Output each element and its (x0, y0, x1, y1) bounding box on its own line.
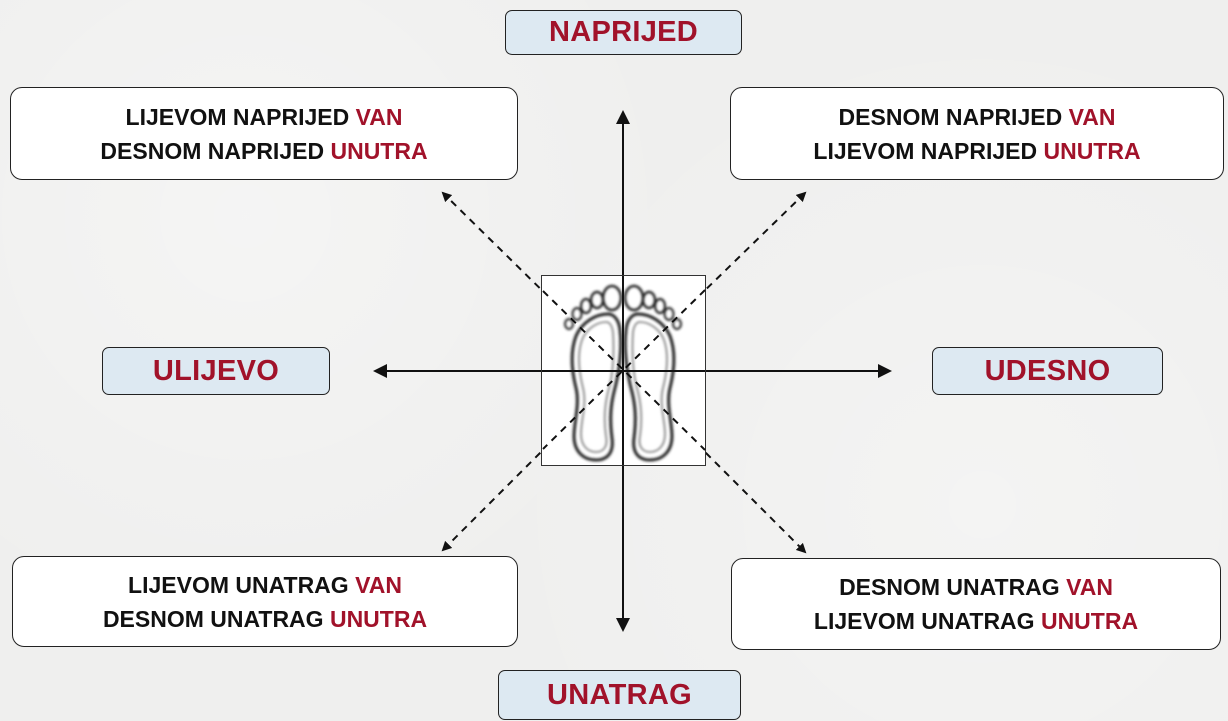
corner-line-text: LIJEVOM NAPRIJED (813, 137, 1038, 164)
corner-line-2: DESNOM UNATRAG UNUTRA (103, 602, 427, 636)
corner-line-highlight: VAN (355, 103, 403, 130)
direction-forward-label: NAPRIJED (505, 10, 742, 55)
feet-icon (541, 275, 706, 466)
corner-box-top-left: LIJEVOM NAPRIJED VAN DESNOM NAPRIJED UNU… (10, 87, 518, 180)
corner-line-1: LIJEVOM UNATRAG VAN (128, 568, 402, 602)
corner-line-text: LIJEVOM NAPRIJED (125, 103, 350, 130)
corner-box-bottom-left: LIJEVOM UNATRAG VAN DESNOM UNATRAG UNUTR… (12, 556, 518, 647)
corner-line-highlight: UNUTRA (1043, 137, 1141, 164)
corner-line-1: DESNOM UNATRAG VAN (839, 570, 1113, 604)
corner-line-text: DESNOM NAPRIJED (838, 103, 1063, 130)
corner-line-highlight: UNUTRA (1040, 608, 1139, 634)
corner-line-text: DESNOM NAPRIJED (100, 137, 325, 164)
corner-line-text: LIJEVOM UNATRAG (813, 608, 1035, 634)
corner-line-text: DESNOM UNATRAG (102, 605, 324, 632)
corner-line-highlight: VAN (1066, 574, 1113, 600)
corner-box-bottom-right: DESNOM UNATRAG VAN LIJEVOM UNATRAG UNUTR… (731, 558, 1221, 650)
direction-right-label: UDESNO (932, 347, 1163, 395)
corner-line-2: LIJEVOM NAPRIJED UNUTRA (813, 134, 1140, 168)
direction-left-label: ULIJEVO (102, 347, 330, 395)
direction-left-text: ULIJEVO (152, 354, 280, 387)
corner-line-1: DESNOM NAPRIJED VAN (839, 100, 1116, 134)
corner-line-2: LIJEVOM UNATRAG UNUTRA (814, 604, 1138, 638)
corner-line-2: DESNOM NAPRIJED UNUTRA (100, 134, 427, 168)
corner-line-1: LIJEVOM NAPRIJED VAN (126, 100, 403, 134)
corner-line-highlight: VAN (1068, 103, 1116, 130)
corner-line-highlight: VAN (355, 571, 402, 598)
corner-line-highlight: UNUTRA (329, 605, 428, 632)
corner-line-text: DESNOM UNATRAG (839, 574, 1060, 600)
direction-forward-text: NAPRIJED (548, 16, 699, 48)
direction-backward-label: UNATRAG (498, 670, 741, 720)
direction-right-text: UDESNO (984, 354, 1111, 387)
direction-backward-text: UNATRAG (547, 678, 692, 711)
corner-box-top-right: DESNOM NAPRIJED VAN LIJEVOM NAPRIJED UNU… (730, 87, 1224, 180)
corner-line-highlight: UNUTRA (330, 137, 428, 164)
corner-line-text: LIJEVOM UNATRAG (128, 571, 349, 598)
